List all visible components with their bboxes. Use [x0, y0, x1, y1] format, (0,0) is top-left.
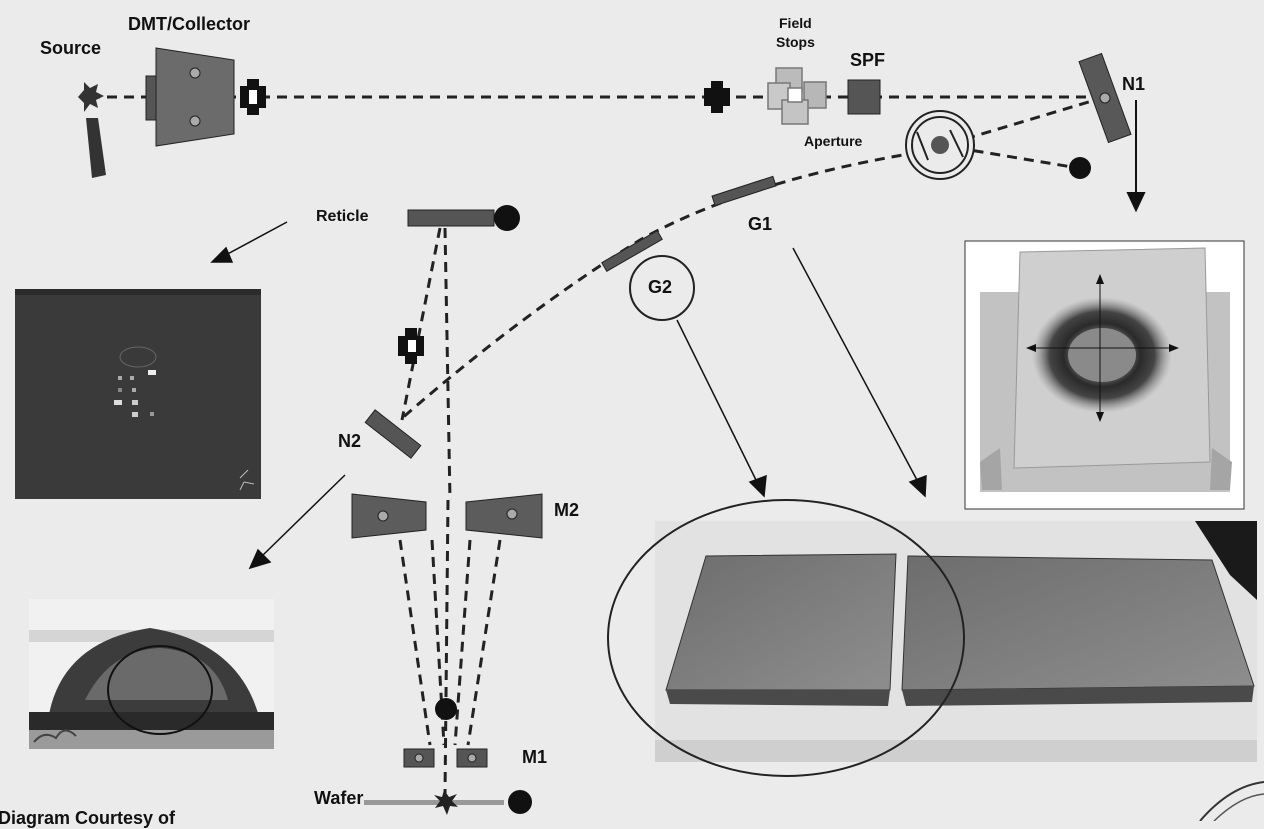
- corner-logo-fragment: [1200, 782, 1264, 821]
- arrow-n2-to-photo: [262, 475, 345, 556]
- label-reticle: Reticle: [316, 208, 368, 226]
- arrow-reticle-to-photo: [222, 222, 287, 257]
- beam-m2-down-4: [468, 540, 500, 745]
- source-icon: [78, 82, 106, 178]
- cross-marker-2: [704, 81, 730, 113]
- label-dmt-collector: DMT/Collector: [128, 14, 250, 35]
- label-wafer: Wafer: [314, 788, 363, 809]
- n1-mirror-icon: [1079, 53, 1131, 142]
- beam-reticle-to-m2: [445, 228, 450, 500]
- dmt-collector-icon: [146, 48, 234, 146]
- reticle-photo: [15, 289, 261, 499]
- beam-m2-down-1: [400, 540, 430, 745]
- label-aperture: Aperture: [804, 133, 862, 149]
- label-m2: M2: [554, 500, 579, 521]
- cross-marker-1: [240, 79, 266, 115]
- gratings-photo: [655, 521, 1257, 762]
- arrow-g2-to-gratings: [677, 320, 756, 480]
- reticle-beam-dump: [494, 205, 520, 231]
- n1-pattern-photo: [965, 241, 1244, 509]
- label-n2: N2: [338, 431, 361, 452]
- aperture-beam-dump: [1069, 157, 1091, 179]
- beam-center-down: [445, 500, 448, 795]
- label-n1: N1: [1122, 74, 1145, 95]
- beam-m2-down-3: [455, 540, 470, 745]
- label-spf: SPF: [850, 50, 885, 71]
- label-m1: M1: [522, 747, 547, 768]
- aperture-icon: [906, 111, 974, 179]
- label-field-stops-line1: Field: [779, 15, 812, 31]
- g1-grating-icon: [712, 176, 776, 205]
- n1-arrow: [1128, 100, 1144, 210]
- g2-grating-icon: [602, 231, 662, 272]
- label-field-stops-line2: Stops: [776, 34, 815, 50]
- label-g2: G2: [648, 277, 672, 298]
- m1-beam-dump: [435, 698, 457, 720]
- spf-filter-icon: [848, 80, 880, 114]
- credit-text: Diagram Courtesy of: [0, 808, 175, 829]
- wafer-icon: [364, 790, 532, 815]
- label-g1: G1: [748, 214, 772, 235]
- reticle-icon: [408, 210, 494, 226]
- mirror-photo: [29, 599, 274, 749]
- n2-mirror-icon: [365, 410, 421, 458]
- field-stops-icon: [768, 68, 826, 124]
- arrow-g1-to-gratings: [793, 248, 917, 480]
- label-source: Source: [40, 38, 101, 59]
